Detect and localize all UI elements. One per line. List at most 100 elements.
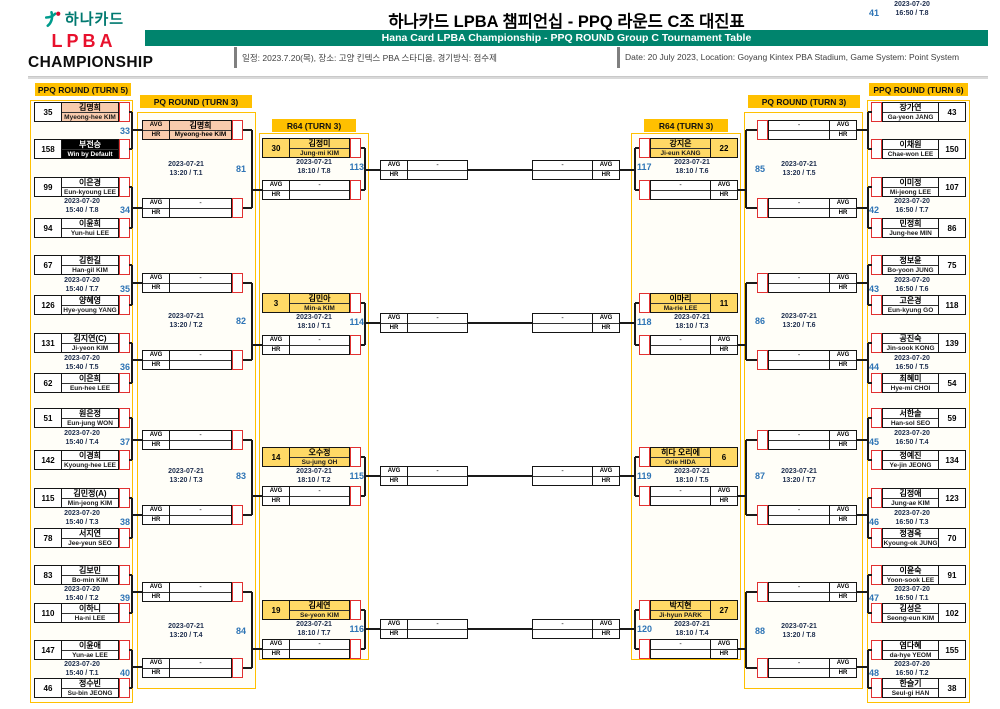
bracket-line [129, 612, 132, 614]
match-datetime: 2023-07-20 15:40 / T.2 [64, 586, 100, 602]
player-name-ko: 고은경 [883, 296, 938, 307]
bracket-line [635, 456, 639, 458]
bracket-line [857, 282, 868, 284]
hr-label: HR [601, 171, 611, 178]
slot-value-bottom [170, 516, 231, 525]
match-number: 87 [755, 471, 766, 481]
match-datetime: 2023-07-21 18:10 / T.1 [296, 314, 332, 330]
player-name-en: Yoon-sook LEE [886, 576, 935, 584]
player-name-ko: 김성은 [883, 604, 938, 615]
avg-label: AVG [381, 467, 407, 477]
bracket-line [620, 322, 635, 324]
bracket-line [365, 628, 380, 630]
player-name-ko: 서한솔 [883, 409, 938, 420]
bracket-line [867, 575, 869, 613]
score-cell [350, 293, 361, 313]
bracket-line [131, 650, 133, 688]
player-name-ko: 오수정 [290, 448, 349, 459]
slot-value-bottom [408, 171, 467, 180]
slot-value-top: 김명희 [170, 121, 231, 131]
slot-value-bottom [533, 477, 592, 486]
player-seed: 51 [35, 409, 62, 427]
score-cell [871, 640, 882, 660]
player-name-ko: 김세연 [290, 601, 349, 612]
slot-value-top: - [408, 467, 467, 477]
hr-label: HR [151, 593, 161, 600]
hr-label: HR [151, 441, 161, 448]
player-name-ko: 김정미 [290, 139, 349, 150]
bracket-line [361, 609, 365, 611]
avg-hr-values: - [170, 351, 231, 369]
avg-hr-values: - [290, 336, 349, 354]
avg-hr-values: - [170, 506, 231, 524]
player-name-en: Orie HIDA [665, 458, 696, 466]
slot-value-top: - [533, 314, 592, 324]
bracket-line [361, 456, 365, 458]
match-datetime: 2023-07-21 13:20 / T.7 [781, 468, 817, 484]
player-seed: 134 [938, 451, 965, 469]
player-name-en: Win by Default [67, 150, 113, 158]
bracket-line [868, 382, 872, 384]
player-seed: 126 [35, 296, 62, 314]
score-cell [757, 430, 768, 450]
match-datetime: 2023-07-20 15:40 / T.1 [64, 661, 100, 677]
avg-label: AVG [381, 161, 407, 171]
avg-hr-values: - [408, 620, 467, 638]
player-name-ko: 이윤희 [62, 219, 118, 230]
score-cell [871, 408, 882, 428]
slot-value-bottom [290, 191, 349, 200]
match-datetime: 2023-07-20 15:40 / T.3 [64, 510, 100, 526]
slot-value-top: - [170, 351, 231, 361]
match-datetime: 2023-07-21 18:10 / T.2 [296, 468, 332, 484]
match-number: 33 [119, 125, 130, 136]
avg-hr-values: - [408, 161, 467, 179]
match-number: 83 [235, 471, 246, 481]
slot-value-top: - [170, 659, 231, 669]
player-name-en: Han-sol SEO [890, 419, 931, 427]
bracket-line [129, 304, 132, 306]
r64-left-container [259, 133, 369, 660]
slot-value-bottom [651, 346, 710, 355]
bracket-line [129, 574, 132, 576]
match-number: 40 [119, 668, 130, 678]
player-name-en: Ha-ni LEE [74, 614, 106, 622]
score-cell [232, 273, 243, 293]
bracket-line [364, 457, 366, 496]
player-name-ko: 민정희 [883, 219, 938, 230]
logo-lpba-text: LPBA [51, 31, 117, 51]
bracket-line [252, 495, 262, 497]
match-number: 34 [119, 205, 130, 215]
score-cell [871, 488, 882, 508]
bracket-line [364, 148, 366, 190]
avg-hr-values: - [651, 336, 710, 354]
avg-label: AVG [830, 274, 856, 284]
match-datetime: 2023-07-21 18:10 / T.5 [674, 468, 710, 484]
match-datetime: 2023-07-20 16:50 / T.5 [894, 355, 930, 371]
score-cell [232, 430, 243, 450]
slot-value-top: - [651, 336, 710, 346]
slot-value-top: - [408, 161, 467, 171]
bracket-line [365, 322, 380, 324]
bracket-line [129, 382, 132, 384]
info-divider-right [617, 47, 620, 68]
bracket-line [868, 304, 872, 306]
player-name-en: Jung-ae KIM [891, 499, 930, 507]
slot-value-bottom [533, 630, 592, 639]
slot-value-bottom [170, 361, 231, 370]
player-name-en: Jung-hee MIN [889, 229, 932, 237]
player-seed: 62 [35, 374, 62, 392]
